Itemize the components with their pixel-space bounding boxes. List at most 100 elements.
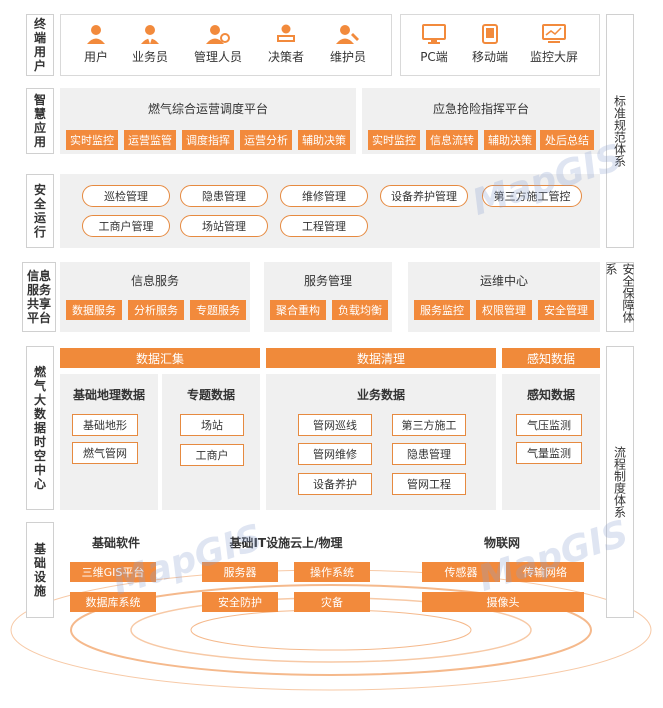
emergency-chip[interactable]: 实时监控 (368, 130, 420, 150)
safe-ops-item[interactable]: 隐患管理 (180, 185, 268, 207)
infra-chip[interactable]: 服务器 (202, 562, 278, 582)
user-salesman: 业务员 (120, 24, 180, 65)
device-label: 监控大屏 (529, 50, 578, 64)
biz-data-title: 业务数据 (356, 388, 405, 402)
info-service-chip[interactable]: 分析服务 (128, 300, 184, 320)
layer-label-safe-ops: 安全运行 (26, 174, 54, 248)
emergency-platform-title: 应急抢险指挥平台 (432, 102, 529, 116)
person-icon (87, 25, 105, 44)
devices-box (400, 14, 600, 76)
desktop-monitor-icon (422, 24, 446, 44)
ops-dispatch-platform-title: 燃气综合运营调度平台 (147, 102, 268, 116)
topic-data-title: 专题数据 (186, 388, 235, 402)
device-mobile: 移动端 (460, 24, 520, 65)
smart-app-chip[interactable]: 实时监控 (66, 130, 118, 150)
info-service-title: 信息服务 (130, 274, 179, 288)
geo-data-item[interactable]: 基础地形 (72, 414, 138, 436)
safe-ops-item[interactable]: 工商户管理 (82, 215, 170, 237)
right-label-security: 安全保障体系 (604, 262, 635, 332)
presenter-icon (277, 24, 295, 42)
infra-chip[interactable]: 安全防护 (202, 592, 278, 612)
layer-label-terminal-users: 终端用户 (26, 14, 54, 76)
service-mgmt-panel (264, 262, 392, 332)
device-pc: PC端 (404, 24, 464, 65)
info-service-panel (60, 262, 250, 332)
ops-center-chip[interactable]: 权限管理 (476, 300, 532, 320)
infra-chip[interactable]: 传输网络 (506, 562, 584, 582)
infra-chip[interactable]: 摄像头 (422, 592, 584, 612)
manager-gear-icon (206, 25, 230, 44)
sensing-data-bar: 感知数据 (502, 348, 600, 368)
user-label: 决策者 (267, 50, 304, 64)
device-big-screen: 监控大屏 (524, 24, 584, 65)
infra-chip[interactable]: 三维GIS平台 (70, 562, 156, 582)
biz-data-item[interactable]: 隐患管理 (392, 443, 466, 465)
base-it-title: 基础IT设施云上/物理 (229, 536, 343, 550)
biz-data-item[interactable]: 管网巡线 (298, 414, 372, 436)
biz-data-item[interactable]: 管网维修 (298, 443, 372, 465)
info-service-chip[interactable]: 数据服务 (66, 300, 122, 320)
user-label: 业务员 (131, 50, 168, 64)
device-label: PC端 (420, 50, 448, 64)
sense-data-title: 感知数据 (526, 388, 575, 402)
user-decision-maker: 决策者 (256, 24, 316, 65)
right-label-standards: 标准规范体系 (606, 14, 634, 248)
ops-center-chip[interactable]: 安全管理 (538, 300, 594, 320)
geo-data-item[interactable]: 燃气管网 (72, 442, 138, 464)
safe-ops-item[interactable]: 维修管理 (280, 185, 368, 207)
ops-center-panel (408, 262, 600, 332)
data-collection-bar: 数据汇集 (60, 348, 260, 368)
user-label: 维护员 (329, 50, 366, 64)
layer-label-infra: 基础设施 (26, 522, 54, 618)
users-box (60, 14, 392, 76)
user-ordinary: 用户 (66, 24, 126, 65)
user-manager: 管理人员 (188, 24, 248, 65)
infra-chip[interactable]: 灾备 (294, 592, 370, 612)
safe-ops-item[interactable]: 第三方施工管控 (482, 185, 582, 207)
mobile-phone-icon (482, 24, 498, 44)
geo-data-title: 基础地理数据 (72, 388, 145, 402)
topic-data-item[interactable]: 场站 (180, 414, 244, 436)
infra-chip[interactable]: 传感器 (422, 562, 500, 582)
user-label: 用户 (83, 50, 108, 64)
background-arcs (10, 569, 652, 691)
emergency-chip[interactable]: 处后总结 (540, 130, 594, 150)
user-label: 管理人员 (193, 50, 242, 64)
safe-ops-item[interactable]: 巡检管理 (82, 185, 170, 207)
smart-app-chip[interactable]: 辅助决策 (298, 130, 350, 150)
info-service-chip[interactable]: 专题服务 (190, 300, 246, 320)
topic-data-panel (162, 374, 260, 510)
iot-title: 物联网 (483, 536, 520, 550)
sense-data-item[interactable]: 气压监测 (516, 414, 582, 436)
device-label: 移动端 (471, 50, 508, 64)
user-maintainer: 维护员 (318, 24, 378, 65)
safe-ops-item[interactable]: 场站管理 (180, 215, 268, 237)
service-mgmt-title: 服务管理 (303, 274, 352, 288)
data-cleaning-bar: 数据清理 (266, 348, 496, 368)
base-software-title: 基础软件 (91, 536, 140, 550)
maintainer-wrench-icon (336, 25, 359, 44)
sense-data-item[interactable]: 气量监测 (516, 442, 582, 464)
biz-data-item[interactable]: 第三方施工 (392, 414, 466, 436)
smart-app-chip[interactable]: 调度指挥 (182, 130, 234, 150)
smart-app-chip[interactable]: 运营分析 (240, 130, 292, 150)
emergency-chip[interactable]: 辅助决策 (484, 130, 536, 150)
safe-ops-item[interactable]: 工程管理 (280, 215, 368, 237)
layer-label-info-service: 信息服务共享平台 (22, 262, 56, 332)
ops-center-title: 运维中心 (479, 274, 528, 288)
ops-center-chip[interactable]: 服务监控 (414, 300, 470, 320)
service-mgmt-chip[interactable]: 负载均衡 (332, 300, 388, 320)
monitoring-screen-icon (542, 24, 566, 43)
right-label-process: 流程制度体系 (606, 346, 634, 618)
infra-chip[interactable]: 数据库系统 (70, 592, 156, 612)
service-mgmt-chip[interactable]: 聚合重构 (270, 300, 326, 320)
smart-app-chip[interactable]: 运营监管 (124, 130, 176, 150)
emergency-chip[interactable]: 信息流转 (426, 130, 478, 150)
biz-data-item[interactable]: 设备养护 (298, 473, 372, 495)
layer-label-smart-app: 智慧应用 (26, 88, 54, 154)
safe-ops-item[interactable]: 设备养护管理 (380, 185, 468, 207)
topic-data-item[interactable]: 工商户 (180, 444, 244, 466)
businessman-icon (141, 25, 159, 44)
infra-chip[interactable]: 操作系统 (294, 562, 370, 582)
biz-data-item[interactable]: 管网工程 (392, 473, 466, 495)
